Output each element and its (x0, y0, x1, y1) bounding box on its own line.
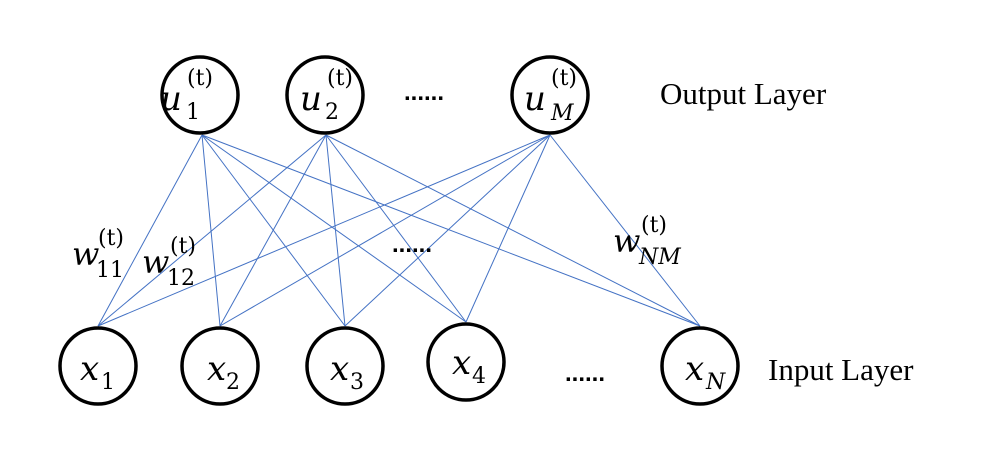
weight-label-wnm: w (t) NM (613, 213, 681, 270)
edge-u2-xn (325, 134, 701, 327)
edge-um-x1 (97, 134, 551, 327)
edge-u1-xn (201, 134, 701, 327)
weight-wnm-var: w (613, 222, 640, 260)
middle-ellipsis: ...... (392, 231, 432, 258)
output-node-m-sup: (t) (551, 66, 577, 91)
output-node-1-sub: 1 (186, 100, 200, 125)
input-node-3: x 3 (305, 326, 385, 406)
edge-um-xn (549, 134, 701, 327)
output-ellipsis: ...... (404, 79, 444, 106)
weight-wnm-sub: NM (638, 245, 681, 270)
input-node-2-sub: 2 (226, 370, 240, 395)
input-node-4-sub: 4 (472, 364, 486, 389)
connection-edges (97, 134, 701, 327)
edge-u2-x1 (97, 134, 327, 327)
input-node-1: x 1 (58, 326, 138, 406)
output-node-m: u (t) M (510, 55, 590, 135)
input-node-n: x N (660, 326, 740, 406)
weight-label-w11: w (t) 11 (72, 226, 124, 283)
input-node-2: x 2 (180, 326, 260, 406)
input-node-1-sub: 1 (101, 370, 115, 395)
edge-u2-x4 (325, 134, 467, 323)
edge-um-x4 (465, 134, 551, 323)
edge-u2-x2 (219, 134, 327, 327)
weight-w11-var: w (72, 235, 99, 273)
edge-u2-x3 (325, 134, 346, 327)
output-node-2-sub: 2 (325, 100, 339, 125)
output-node-1: u (t) 1 (160, 55, 240, 135)
edge-u1-x2 (201, 134, 221, 327)
output-node-2: u (t) 2 (285, 55, 365, 135)
input-node-3-var: x (330, 349, 349, 389)
weight-label-w12: w (t) 12 (142, 234, 196, 291)
weight-w11-sup: (t) (98, 226, 124, 251)
output-node-m-sub: M (550, 101, 574, 126)
input-node-n-sub: N (705, 370, 726, 395)
output-node-1-var: u (160, 79, 182, 119)
edge-um-x2 (219, 134, 551, 327)
input-node-2-var: x (207, 349, 226, 389)
input-node-3-sub: 3 (350, 370, 364, 395)
output-node-m-var: u (524, 79, 546, 119)
weight-w12-sup: (t) (170, 234, 196, 259)
input-node-1-var: x (80, 349, 99, 389)
output-node-1-sup: (t) (187, 66, 213, 91)
edge-u1-x1 (97, 134, 203, 327)
weight-w12-sub: 12 (167, 266, 195, 291)
weight-w12-var: w (142, 243, 169, 281)
input-layer-label: Input Layer (768, 352, 914, 387)
edge-um-x3 (344, 134, 551, 327)
input-node-n-var: x (685, 349, 704, 389)
weight-wnm-sup: (t) (641, 213, 667, 238)
edge-u1-x4 (201, 134, 467, 323)
input-node-4: x 4 (426, 322, 506, 402)
output-node-2-var: u (300, 79, 322, 119)
input-node-4-var: x (452, 343, 471, 383)
output-layer-label: Output Layer (660, 76, 827, 111)
output-node-2-sup: (t) (327, 66, 353, 91)
weight-w11-sub: 11 (96, 258, 124, 283)
input-ellipsis: ...... (565, 360, 605, 387)
